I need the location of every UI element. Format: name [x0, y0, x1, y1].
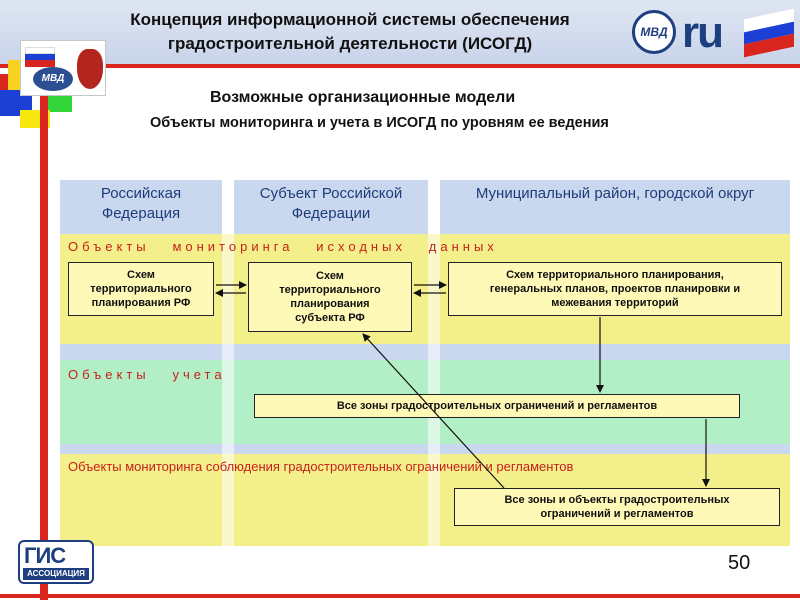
deco-square-red [0, 74, 8, 94]
mvd-circle-emblem: МВД [632, 10, 676, 54]
gis-logo-text: ГИС [24, 543, 66, 568]
mvd-logo-left: МВД [20, 40, 106, 96]
gis-association-logo: ГИС АССОЦИАЦИЯ [18, 540, 94, 584]
header-divider [0, 64, 800, 68]
ru-logo-text: ru [682, 8, 724, 57]
zone-label-monitoring-source: Объекты мониторинга исходных данных [68, 239, 498, 254]
zone-label-accounting: Объекты учета [68, 367, 226, 382]
box-all-zones: Все зоны градостроительных ограничений и… [254, 394, 740, 418]
zone-gap-2 [60, 444, 790, 454]
mvd-ru-logo-right: МВД ru [632, 6, 796, 58]
column-header-municipal: Муниципальный район, городской округ [440, 180, 790, 234]
mvd-emblem: МВД [33, 67, 73, 91]
gis-logo-caption: АССОЦИАЦИЯ [23, 568, 89, 580]
title-line-2: градостроительной деятельности (ИСОГД) [167, 34, 533, 53]
russian-flag-icon [25, 47, 55, 67]
subtitle-models: Возможные организационные модели [210, 89, 516, 106]
flag-wave-icon [744, 8, 794, 58]
page-title: Концепция информационной системы обеспеч… [90, 8, 610, 56]
column-header-rf: Российская Федерация [60, 180, 222, 234]
left-red-bar [40, 68, 48, 600]
box-all-zones-objects: Все зоны и объекты градостроительных огр… [454, 488, 780, 526]
deco-square-green [40, 92, 72, 112]
eagle-emblem-icon [77, 49, 103, 89]
column-separator-1 [222, 180, 234, 546]
column-header-subject: Субъект Российской Федерации [234, 180, 428, 234]
page-number: 50 [728, 552, 751, 574]
zone-label-compliance: Объекты мониторинга соблюдения градостро… [68, 459, 574, 474]
box-subject-scheme: Схем территориального планирования субъе… [248, 262, 412, 332]
box-municipal-scheme: Схем территориального планирования, гене… [448, 262, 782, 316]
title-line-1: Концепция информационной системы обеспеч… [130, 10, 570, 29]
column-separator-2 [428, 180, 440, 546]
box-rf-scheme: Схем территориального планирования РФ [68, 262, 214, 316]
subtitle-objects: Объекты мониторинга и учета в ИСОГД по у… [150, 115, 609, 131]
bottom-red-line [0, 594, 800, 598]
zone-gap-1 [60, 344, 790, 360]
